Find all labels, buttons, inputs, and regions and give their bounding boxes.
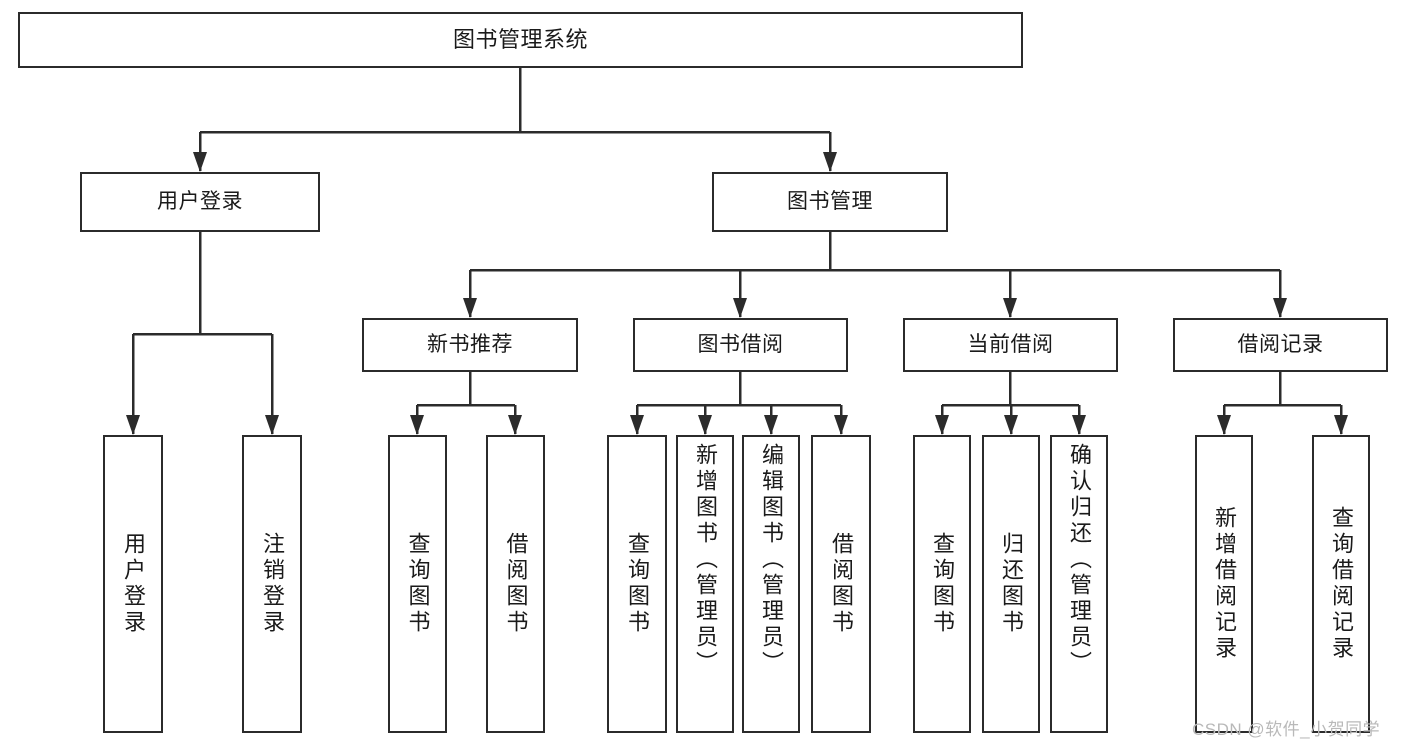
arrowhead-record-to-leaves-1 <box>1334 415 1348 435</box>
arrowhead-management-to-level2-0 <box>463 298 477 318</box>
arrowhead-current-to-leaves-1 <box>1004 415 1018 435</box>
node-label: 图书管理 <box>787 189 873 213</box>
arrowhead-management-to-level2-1 <box>733 298 747 318</box>
arrowhead-borrow-to-leaves-2 <box>764 415 778 435</box>
arrowhead-record-to-leaves-0 <box>1217 415 1231 435</box>
arrowhead-management-to-level2-3 <box>1273 298 1287 318</box>
node-current-borrow[interactable]: 当前借阅 <box>903 318 1118 372</box>
node-label: 用户登录 <box>121 532 146 636</box>
node-leaf-query-book-1[interactable]: 查询图书 <box>388 435 447 733</box>
node-label: 借阅图书 <box>503 532 529 636</box>
csdn-watermark: CSDN @软件_小贺同学 <box>1192 720 1381 739</box>
node-leaf-query-record[interactable]: 查询借阅记录 <box>1312 435 1370 733</box>
node-label: 新增借阅记录 <box>1212 506 1237 662</box>
node-user-login[interactable]: 用户登录 <box>80 172 320 232</box>
node-leaf-edit-book[interactable]: 编辑图书（管理员） <box>742 435 800 733</box>
node-label: 图书借阅 <box>697 332 784 356</box>
arrowhead-userlogin-to-leaves-1 <box>265 415 279 435</box>
node-leaf-logout-login[interactable]: 注销登录 <box>242 435 302 733</box>
node-label: 借阅图书 <box>829 532 854 636</box>
arrowhead-borrow-to-leaves-1 <box>698 415 712 435</box>
node-label: 查询图书 <box>405 532 431 636</box>
node-leaf-return-book[interactable]: 归还图书 <box>982 435 1040 733</box>
arrowhead-borrow-to-leaves-3 <box>834 415 848 435</box>
node-book-management[interactable]: 图书管理 <box>712 172 948 232</box>
arrowhead-current-to-leaves-2 <box>1072 415 1086 435</box>
node-label: 归还图书 <box>999 532 1024 636</box>
node-leaf-add-book[interactable]: 新增图书（管理员） <box>676 435 734 733</box>
arrowhead-userlogin-to-leaves-0 <box>126 415 140 435</box>
node-leaf-user-login[interactable]: 用户登录 <box>103 435 163 733</box>
node-label: 新增图书（管理员） <box>693 443 718 677</box>
arrowhead-recommend-to-leaves-1 <box>508 415 522 435</box>
node-label: 新书推荐 <box>427 332 513 356</box>
node-root-system[interactable]: 图书管理系统 <box>18 12 1023 68</box>
node-label: 查询借阅记录 <box>1329 506 1354 662</box>
node-leaf-borrow-book-1[interactable]: 借阅图书 <box>486 435 545 733</box>
node-new-book-recommend[interactable]: 新书推荐 <box>362 318 578 372</box>
node-book-borrow[interactable]: 图书借阅 <box>633 318 848 372</box>
node-label: 注销登录 <box>260 532 285 636</box>
node-label: 查询图书 <box>930 532 955 636</box>
node-label: 用户登录 <box>157 189 243 213</box>
node-label: 当前借阅 <box>967 332 1054 356</box>
arrowhead-recommend-to-leaves-0 <box>410 415 424 435</box>
node-label: 编辑图书（管理员） <box>759 443 784 677</box>
node-leaf-add-record[interactable]: 新增借阅记录 <box>1195 435 1253 733</box>
arrowhead-current-to-leaves-0 <box>935 415 949 435</box>
node-leaf-query-book-2[interactable]: 查询图书 <box>607 435 667 733</box>
node-label: 图书管理系统 <box>452 27 588 53</box>
arrowhead-management-to-level2-2 <box>1003 298 1017 318</box>
arrowhead-borrow-to-leaves-0 <box>630 415 644 435</box>
node-leaf-query-book-3[interactable]: 查询图书 <box>913 435 971 733</box>
arrowhead-root-to-level1-0 <box>193 152 207 172</box>
arrowhead-root-to-level1-1 <box>823 152 837 172</box>
node-leaf-confirm-return[interactable]: 确认归还（管理员） <box>1050 435 1108 733</box>
node-borrow-record[interactable]: 借阅记录 <box>1173 318 1388 372</box>
node-leaf-borrow-book-2[interactable]: 借阅图书 <box>811 435 871 733</box>
node-label: 确认归还（管理员） <box>1067 443 1092 677</box>
node-label: 查询图书 <box>625 532 650 636</box>
node-label: 借阅记录 <box>1237 332 1324 356</box>
